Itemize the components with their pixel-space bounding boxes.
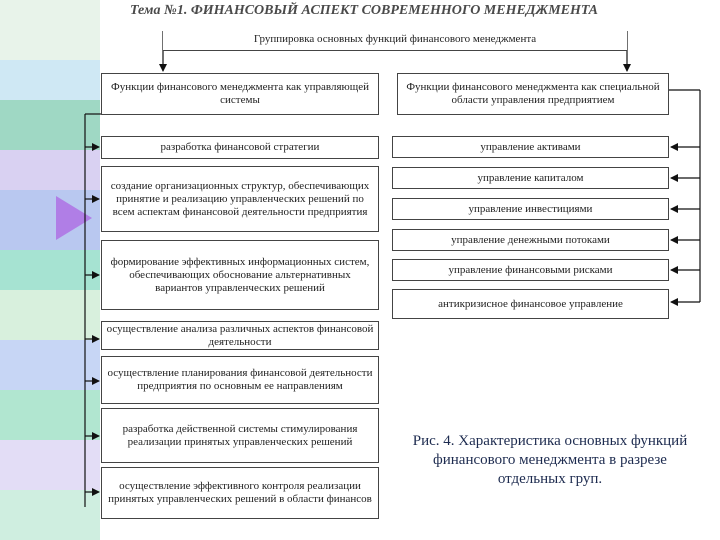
- right-item-label: управление капиталом: [477, 171, 584, 184]
- left-item-label: создание организационных структур, обесп…: [110, 179, 370, 218]
- right-item-assets: управление активами: [392, 136, 669, 158]
- left-item-label: разработка финансовой стратегии: [160, 141, 320, 153]
- left-header-label: Функции финансового менеджмента как упра…: [111, 81, 369, 106]
- left-item-analysis: осуществление анализа различных аспектов…: [101, 321, 379, 350]
- right-header-box: Функции финансового менеджмента как спец…: [397, 73, 669, 115]
- right-item-cash-flows: управление денежными потоками: [392, 229, 669, 251]
- page-title: Тема №1. ФИНАНСОВЫЙ АСПЕКТ СОВРЕМЕННОГО …: [130, 3, 598, 18]
- left-item-stimulation: разработка действенной системы стимулиро…: [101, 408, 379, 463]
- left-item-label: формирование эффективных информационных …: [110, 255, 370, 294]
- left-item-info-systems: формирование эффективных информационных …: [101, 240, 379, 310]
- root-box: Группировка основных функций финансового…: [163, 29, 627, 51]
- root-label: Группировка основных функций финансового…: [253, 33, 537, 45]
- right-item-label: управление инвестициями: [468, 202, 593, 215]
- left-item-org-structures: создание организационных структур, обесп…: [101, 166, 379, 232]
- left-item-label: осуществление анализа различных аспектов…: [106, 322, 374, 348]
- right-header-label: Функции финансового менеджмента как спец…: [406, 81, 660, 106]
- figure-caption: Рис. 4. Характеристика основных функций …: [412, 433, 688, 487]
- right-item-label: управление активами: [480, 140, 581, 153]
- decorative-side-stripes: [0, 0, 100, 540]
- left-item-control: осуществление эффективного контроля реал…: [101, 467, 379, 519]
- right-item-risks: управление финансовыми рисками: [392, 259, 669, 281]
- purple-triangle-icon: [56, 196, 92, 240]
- left-item-label: осуществление эффективного контроля реал…: [108, 480, 372, 505]
- left-header-box: Функции финансового менеджмента как упра…: [101, 73, 379, 115]
- left-item-planning: осуществление планирования финансовой де…: [101, 356, 379, 404]
- left-item-strategy: разработка финансовой стратегии: [101, 136, 379, 159]
- right-item-investments: управление инвестициями: [392, 198, 669, 220]
- right-item-capital: управление капиталом: [392, 167, 669, 189]
- left-item-label: осуществление планирования финансовой де…: [107, 367, 373, 392]
- right-item-label: управление финансовыми рисками: [448, 263, 613, 276]
- right-item-label: антикризисное финансовое управление: [438, 297, 623, 310]
- right-item-label: управление денежными потоками: [451, 233, 610, 246]
- right-item-anticrisis: антикризисное финансовое управление: [392, 289, 669, 319]
- left-item-label: разработка действенной системы стимулиро…: [122, 422, 358, 448]
